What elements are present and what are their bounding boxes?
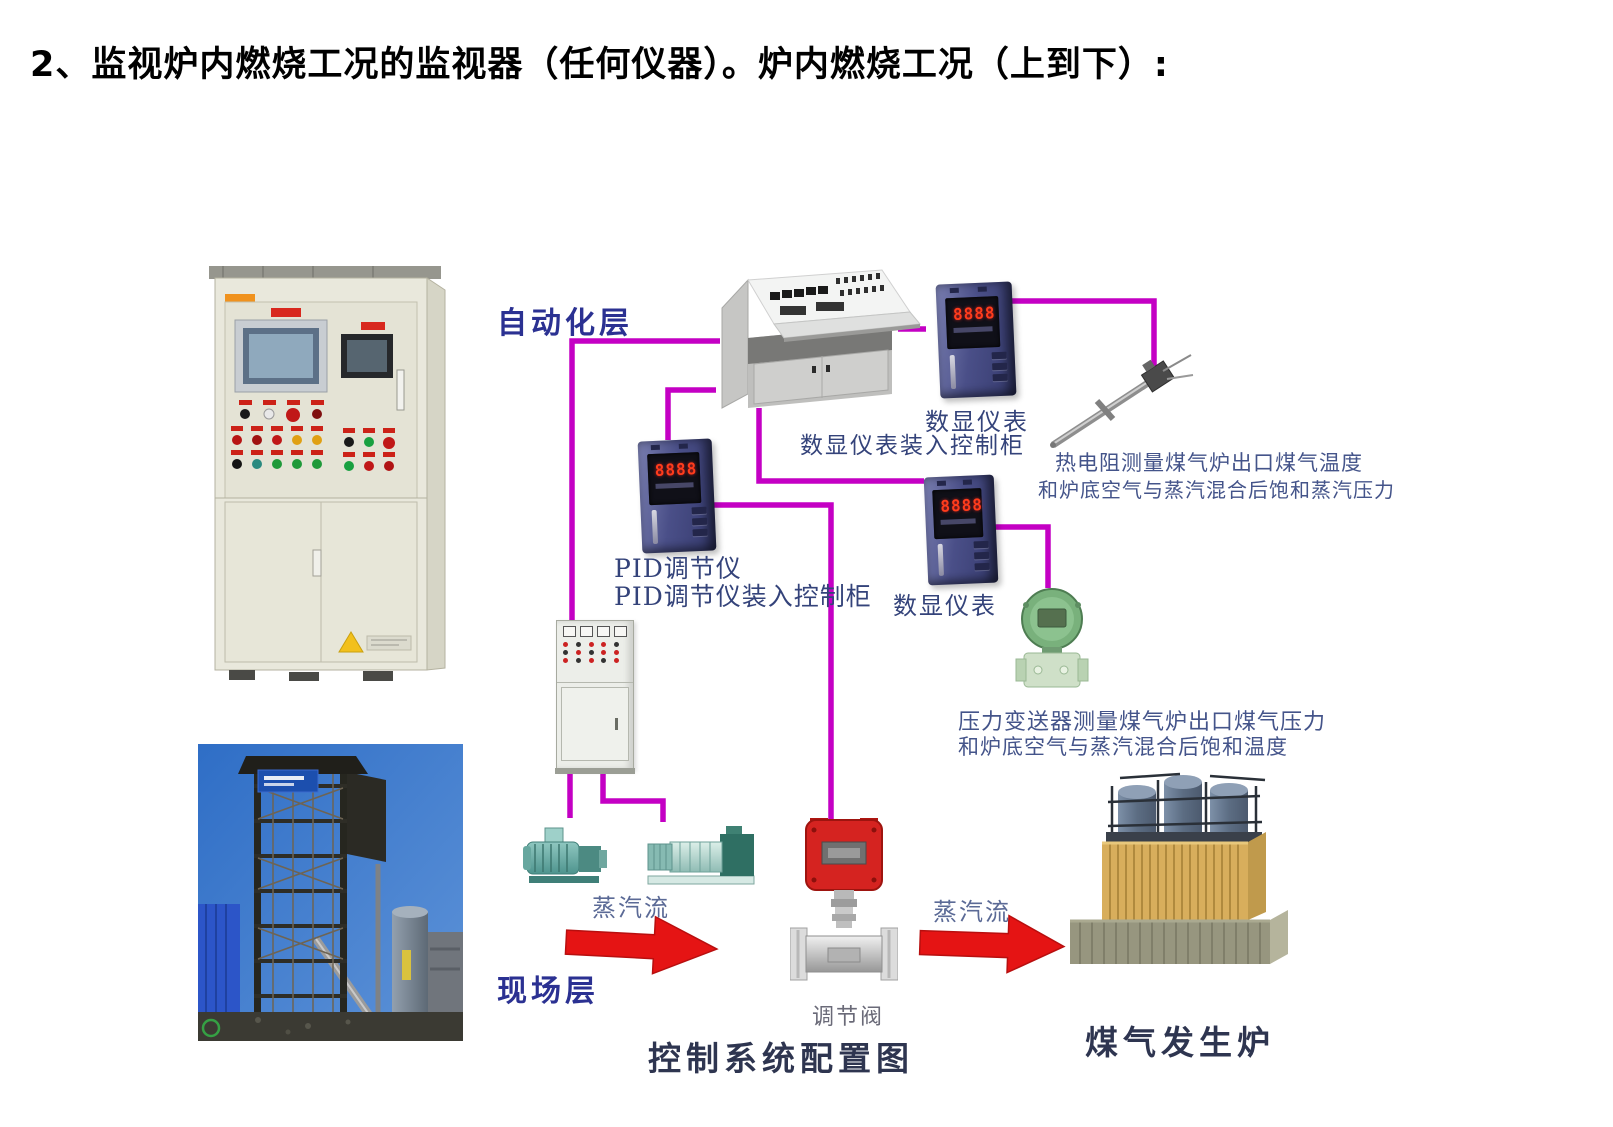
pid-label-line2: PID调节仪装入控制柜 <box>614 582 872 611</box>
pressure-annotation-line2: 和炉底空气与蒸汽混合后饱和温度 <box>958 735 1288 759</box>
steam-flow-arrow-left <box>564 915 719 975</box>
meter-display: 8888 <box>647 452 701 506</box>
diagram-caption: 控制系统配置图 <box>648 1039 914 1078</box>
connector-automation-to-field-cabinet <box>569 338 720 620</box>
meter-display: 8888 <box>932 488 984 539</box>
steam-flow-label-left: 蒸汽流 <box>592 894 670 922</box>
pid-regulator-meter: 8888 <box>637 438 717 554</box>
connector-cabinet-to-pump2 <box>600 770 666 822</box>
control-cabinet-photo <box>209 266 446 681</box>
digital-meter-1: 8888 <box>935 281 1017 399</box>
page-title: 2、监视炉内燃烧工况的监视器（任何仪器）。炉内燃烧工况（上到下）: <box>30 45 1169 85</box>
regulating-valve-illustration <box>790 818 898 981</box>
pid-label-line1: PID调节仪 <box>614 554 742 583</box>
pressure-annotation-line1: 压力变送器测量煤气炉出口煤气压力 <box>958 710 1327 735</box>
meter-display: 8888 <box>945 295 1001 350</box>
digital-meter-2: 8888 <box>923 474 999 586</box>
steam-flow-label-right: 蒸汽流 <box>933 898 1011 926</box>
meter2-label: 数显仪表 <box>893 592 997 620</box>
control-console-illustration <box>721 269 921 409</box>
connector-meter1-to-rtd <box>1005 298 1157 371</box>
rtd-annotation-line1: 热电阻测量煤气炉出口煤气温度 <box>1055 451 1363 475</box>
automation-layer-label: 自动化层 <box>497 306 633 341</box>
meter1-sublabel: 数显仪表装入控制柜 <box>800 433 1025 459</box>
connector-meter2-to-transmitter <box>993 524 1051 588</box>
gas-generator-illustration <box>1070 772 1288 964</box>
gas-furnace-site-photo <box>198 744 463 1041</box>
gas-generator-label: 煤气发生炉 <box>1085 1023 1275 1062</box>
field-control-cabinet <box>555 620 635 774</box>
connector-console-to-pid <box>665 387 716 440</box>
regulating-valve-label: 调节阀 <box>812 1005 885 1030</box>
steam-pump-2-illustration <box>647 826 755 885</box>
steam-flow-arrow-right <box>918 914 1066 974</box>
connector-pid-to-valve <box>714 502 834 820</box>
rtd-annotation-line2: 和炉底空气与蒸汽混合后饱和蒸汽压力 <box>1038 478 1395 502</box>
field-layer-label: 现场层 <box>497 974 599 1009</box>
meter1-label: 数显仪表 <box>925 408 1029 436</box>
steam-pump-1-illustration <box>523 827 607 883</box>
pressure-transmitter-illustration <box>1015 588 1089 688</box>
rtd-thermocouple-illustration <box>1050 354 1194 448</box>
connector-console-to-meter2 <box>756 408 924 484</box>
